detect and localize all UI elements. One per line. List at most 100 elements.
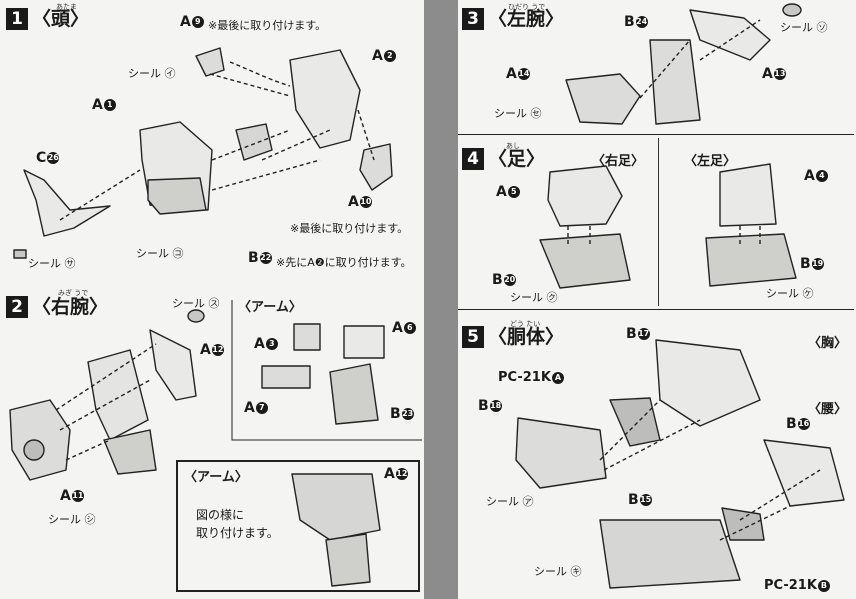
part-a13: A13 [762, 66, 786, 82]
seal-shi-label: シール ㋛ [48, 513, 96, 526]
part-c26: C26 [36, 150, 60, 166]
inset-subheader: 〈アーム〉 [184, 470, 248, 485]
step-number: 4 [462, 148, 484, 170]
part-b20: B20 [492, 272, 516, 288]
part-a14: A14 [506, 66, 530, 82]
arm-mid-part [87, 349, 149, 441]
step-ruby: みぎ うで [58, 289, 89, 297]
head-a1-part [139, 121, 213, 211]
seal-ki-label: シール ㋖ [534, 565, 582, 578]
part-b19: B19 [800, 256, 824, 272]
torso-b16-part [763, 439, 845, 507]
seal-sa-label: シール ㋚ [28, 257, 76, 270]
step-ruby: ひだり うで [508, 3, 546, 11]
step-number: 5 [462, 326, 484, 348]
seal-ku-label: シール ㋗ [510, 291, 558, 304]
step-2-header: 2 〈右腕〉 [6, 296, 108, 318]
torso-b17-part [655, 339, 761, 427]
step-title: 〈胴体〉 [488, 325, 565, 348]
seal-i-label: シール ㋑ [128, 67, 176, 80]
seal-ke-label: シール ㋘ [766, 287, 814, 300]
torso-pc21k-b-part [721, 507, 765, 541]
seal-su-label: シール ㋜ [172, 297, 220, 310]
inset-note: 図の様に 取り付けます。 [196, 508, 279, 540]
part-a10: A10 [348, 194, 372, 210]
step-3-header: 3 〈左腕〉 [462, 8, 564, 30]
left-arm-a13-part [689, 9, 771, 61]
head-c26-part [23, 169, 111, 237]
head-face-part [147, 177, 207, 215]
step-ruby: どう たい [510, 320, 541, 328]
step-ruby: あし [506, 142, 520, 150]
arm-a11-seal [23, 439, 45, 461]
step-1-header: 1 〈頭〉 [6, 8, 89, 30]
left-arm-a14-part [565, 73, 641, 125]
right-foot-subheader: 〈右足〉 [592, 154, 645, 169]
left-arm-b24-part [649, 39, 701, 125]
assembly-arrow [59, 61, 375, 221]
assembly-arrow [639, 19, 761, 99]
head-b22-part [235, 123, 273, 161]
torso-b18-part [515, 417, 607, 489]
arm-elbow-part [103, 429, 157, 475]
head-a10-part [359, 143, 393, 191]
part-b24: B24 [624, 14, 648, 30]
torso-b15-part [599, 519, 741, 589]
seal-so-label: シール ㋞ [780, 21, 828, 34]
arm-a11-part [9, 399, 71, 481]
step-number: 2 [6, 296, 28, 318]
step-title: 〈左腕〉 [488, 7, 565, 30]
head-a9-part [195, 47, 225, 77]
step-title: 〈頭〉 [32, 7, 90, 30]
chest-subheader: 〈胸〉 [808, 336, 848, 351]
waist-subheader: 〈腰〉 [808, 402, 848, 417]
seal-a-label: シール ㋐ [486, 495, 534, 508]
assembly-arrow [55, 343, 157, 461]
note-a10: ※最後に取り付けます。 [290, 222, 409, 235]
part-b23: B23 [390, 406, 414, 422]
step-title: 〈足〉 [488, 147, 546, 170]
torso-pc21k-a-part [609, 397, 661, 447]
part-b17: B17 [626, 326, 650, 342]
column-divider [424, 0, 458, 599]
left-foot-subheader: 〈左足〉 [684, 154, 737, 169]
seal-ko-label: シール ㋙ [136, 247, 184, 260]
arm-a12-part [149, 329, 197, 401]
arm-b23-part [329, 363, 379, 425]
arm-a3-part [293, 323, 321, 351]
legs-divider [658, 138, 659, 306]
part-b22: B22 [248, 250, 272, 266]
part-b18: B18 [478, 398, 502, 414]
seal-se-label: シール ㋝ [494, 107, 542, 120]
note-b22: ※先にA❷に取り付けます。 [276, 256, 412, 269]
arm-a6-part [343, 325, 385, 359]
step-number: 1 [6, 8, 28, 30]
step-title: 〈右腕〉 [32, 295, 109, 318]
inset-part-a12: A12 [384, 466, 408, 482]
part-b15: B15 [628, 492, 652, 508]
part-a12: A12 [200, 342, 224, 358]
legs-frame [458, 134, 854, 310]
step-4-header: 4 〈足〉 [462, 148, 545, 170]
part-a11: A11 [60, 488, 84, 504]
head-a2-part [289, 49, 361, 149]
seal-sa-sticker [13, 249, 27, 259]
part-b16: B16 [786, 416, 810, 432]
seal-su-sticker [187, 309, 205, 323]
seal-so-sticker [782, 3, 802, 17]
step-ruby: あたま [56, 3, 77, 11]
step-5-header: 5 〈胴体〉 [462, 326, 564, 348]
step-number: 3 [462, 8, 484, 30]
arm-subheader: 〈アーム〉 [238, 300, 302, 315]
